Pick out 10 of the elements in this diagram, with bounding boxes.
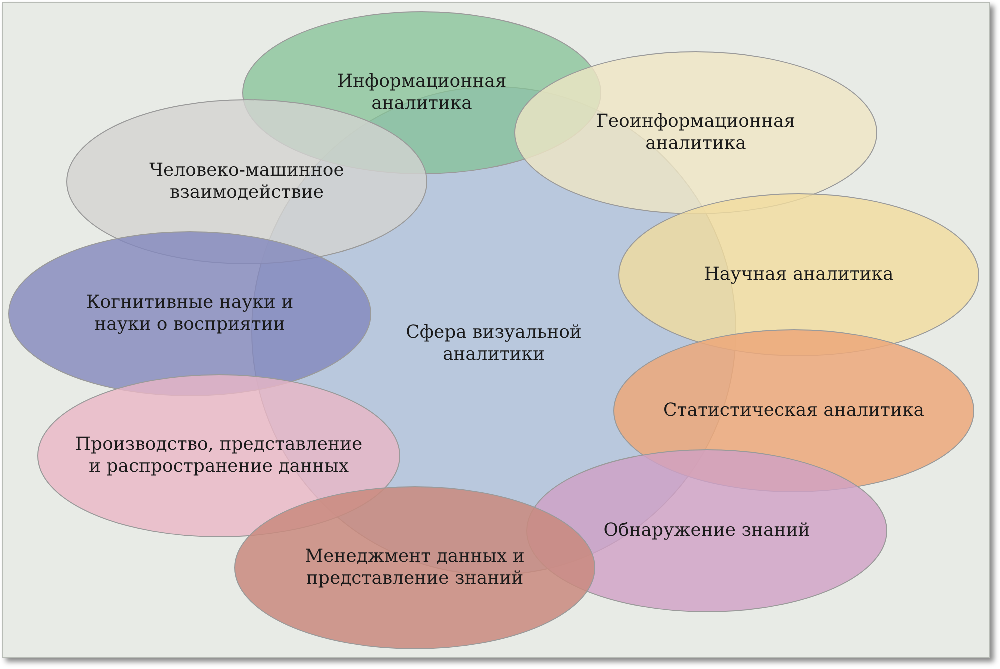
- node-label: Сфера визуальной аналитики: [405, 322, 583, 366]
- node-label: Информационная аналитика: [336, 71, 508, 115]
- node-label: Геоинформационная аналитика: [595, 111, 797, 155]
- node-label: Статистическая аналитика: [664, 400, 924, 422]
- node-label: Когнитивные науки и науки о восприятии: [85, 292, 295, 336]
- node-label: Человеко-машинное взаимодействие: [148, 160, 346, 204]
- node-label: Менеджмент данных и представление знаний: [304, 546, 526, 590]
- node-label: Производство, представление и распространение данных: [74, 434, 364, 478]
- node-label: Научная аналитика: [704, 264, 894, 286]
- node-label: Обнаружение знаний: [604, 520, 810, 542]
